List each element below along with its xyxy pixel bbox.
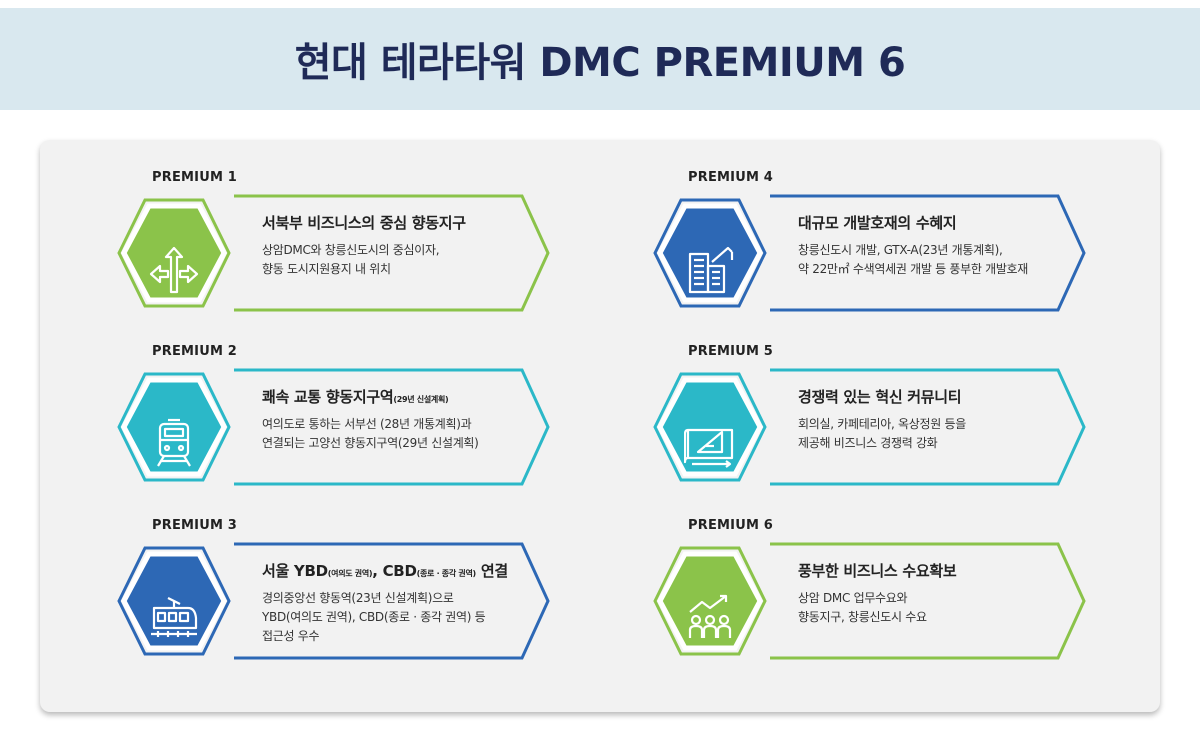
desc-line: 경의중앙선 향동역(23년 신설계획)으로	[262, 591, 454, 605]
premium-card-3: PREMIUM 3 서울 YBD(여의도 권역), CBD(종로 ·	[112, 518, 552, 660]
desc-line: 상암DMC와 창릉신도시의 중심이자,	[262, 243, 440, 257]
hexagon-frame	[653, 542, 1086, 660]
page-title: 현대 테라타워 DMC PREMIUM 6	[294, 40, 906, 86]
premium-label: PREMIUM 3	[152, 518, 238, 533]
title-note: (종로 · 종각 권역)	[416, 569, 477, 578]
card-description: 회의실, 카페테리아, 옥상정원 등을 제공해 비즈니스 경쟁력 강화	[798, 415, 1098, 453]
building-crane-icon	[688, 246, 734, 294]
title-main: 쾌속 교통 향동지구역	[262, 388, 394, 406]
premium-card-6: PREMIUM 6 풍부한 비즈니스 수요확보 상암 DMC 업무수요와 향동	[648, 518, 1088, 660]
crossroad-arrows-icon	[149, 246, 199, 294]
hexagon-frame	[117, 368, 550, 486]
hexagon-frame	[653, 194, 1086, 312]
card-description: 여의도로 통하는 서부선 (28년 개통계획)과 연결되는 고양선 향동지구역(…	[262, 415, 562, 453]
card-description: 창릉신도시 개발, GTX-A(23년 개통계획), 약 22만㎡ 수색역세권 …	[798, 241, 1098, 279]
desc-line: 접근성 우수	[262, 629, 320, 643]
desc-line: 창릉신도시 개발, GTX-A(23년 개통계획),	[798, 243, 1003, 257]
premium-card-2: PREMIUM 2 쾌속 교통 향동지구역(29년 신설계획) 여의도로 통	[112, 344, 552, 486]
card-title: 쾌속 교통 향동지구역(29년 신설계획)	[262, 386, 562, 407]
people-growth-icon	[688, 594, 732, 638]
hexagon-frame	[117, 194, 550, 312]
desc-line: 제공해 비즈니스 경쟁력 강화	[798, 436, 938, 450]
card-title: 대규모 개발호재의 수혜지	[798, 214, 957, 232]
card-title: 서북부 비즈니스의 중심 향동지구	[262, 214, 466, 232]
card-description: 경의중앙선 향동역(23년 신설계획)으로 YBD(여의도 권역), CBD(종…	[262, 589, 562, 646]
desc-line: 상암 DMC 업무수요와	[798, 591, 908, 605]
desc-line: 여의도로 통하는 서부선 (28년 개통계획)과	[262, 417, 472, 431]
desc-line: 향동지구, 창릉신도시 수요	[798, 610, 927, 624]
header-banner: 현대 테라타워 DMC PREMIUM 6	[0, 8, 1200, 110]
premium-label: PREMIUM 6	[688, 518, 774, 533]
premium-label: PREMIUM 5	[688, 344, 774, 359]
train-icon	[157, 418, 191, 467]
desc-line: 회의실, 카페테리아, 옥상정원 등을	[798, 417, 966, 431]
premium-panel: PREMIUM 1 서북부 비즈니스의 중심 향동지구 상암DMC와 창릉신도시…	[40, 140, 1160, 712]
card-title: 풍부한 비즈니스 수요확보	[798, 562, 957, 580]
card-title: 서울 YBD(여의도 권역), CBD(종로 · 종각 권역) 연결	[262, 560, 562, 581]
premium-card-1: PREMIUM 1 서북부 비즈니스의 중심 향동지구 상암DMC와 창릉신도시…	[112, 170, 552, 312]
desc-line: YBD(여의도 권역), CBD(종로 · 종각 권역) 등	[262, 610, 486, 624]
card-title: 경쟁력 있는 혁신 커뮤니티	[798, 388, 962, 406]
premium-label: PREMIUM 1	[152, 170, 238, 185]
title-mid: , CBD	[372, 562, 417, 580]
title-main: 서울 YBD	[262, 562, 328, 580]
desc-line: 향동 도시지원용지 내 위치	[262, 262, 391, 276]
title-note: (여의도 권역)	[327, 569, 373, 578]
premium-card-5: PREMIUM 5 경쟁력 있는 혁신 커뮤니티 회의실, 카페테리아, 옥상정…	[648, 344, 1088, 486]
title-note: (29년 신설계획)	[393, 395, 449, 404]
premium-label: PREMIUM 2	[152, 344, 238, 359]
tram-icon	[151, 597, 198, 637]
desc-line: 연결되는 고양선 향동지구역(29년 신설계획)	[262, 436, 479, 450]
card-description: 상암DMC와 창릉신도시의 중심이자, 향동 도시지원용지 내 위치	[262, 241, 562, 279]
premium-card-4: PREMIUM 4 대규모 개발호재의 수혜지	[648, 170, 1088, 312]
desc-line: 약 22만㎡ 수색역세권 개발 등 풍부한 개발호재	[798, 262, 1029, 276]
card-description: 상암 DMC 업무수요와 향동지구, 창릉신도시 수요	[798, 589, 1098, 627]
title-tail: 연결	[475, 562, 508, 580]
blueprint-icon	[684, 428, 734, 468]
premium-label: PREMIUM 4	[688, 170, 774, 185]
